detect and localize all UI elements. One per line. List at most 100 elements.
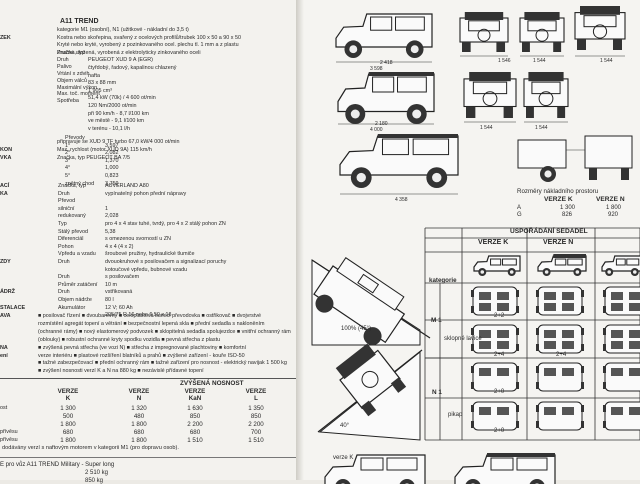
seat-icon: [544, 341, 556, 349]
load-table-title: ZVÝŠENÁ NOSNOST: [180, 380, 244, 387]
tyre-shape: [603, 290, 606, 297]
tyre-shape: [471, 344, 474, 351]
seat-icon: [497, 341, 509, 349]
cargo-value: 826: [562, 212, 573, 218]
tyre-shape: [503, 106, 513, 118]
window-shape: [502, 258, 517, 266]
seat-icon: [497, 330, 509, 338]
tyre-shape: [603, 306, 606, 313]
spec-value: 51,4 kW (70k) / 4 600 ot/min: [88, 95, 156, 102]
seat-icon: [479, 341, 491, 349]
tyre-shape: [471, 366, 474, 373]
tyre-shape: [471, 421, 474, 428]
tyre-shape: [603, 328, 606, 335]
spec-value: vstřikovaná: [105, 289, 133, 296]
spec-key: Vpředu a vzadu: [58, 251, 96, 258]
tyre-shape: [516, 290, 519, 297]
spec-value: Kryté nebo kryté, vyrobený z pozinkované…: [57, 42, 239, 49]
load-table-cell: 1 350: [248, 405, 264, 412]
spec-value: AUVERLAND A80: [105, 183, 149, 189]
gear-label: 3°: [65, 157, 71, 164]
equipment-line: ■ posilovač řízení ■ dvoubarevný ■ celop…: [38, 313, 262, 319]
seat-config-label: 2+0: [494, 428, 505, 434]
seating-m1: M 1: [431, 317, 442, 324]
version-k-label: verze K: [333, 455, 354, 461]
dim-label: 1 544: [535, 125, 548, 131]
wheel-hub-icon: [432, 172, 442, 183]
tyre-shape: [603, 344, 606, 351]
load-row-label: ost: [0, 405, 8, 411]
seating-title: USPOŘÁDÁNÍ SEDADEL: [510, 228, 588, 235]
tyre-shape: [536, 290, 539, 297]
spec-value: 4 x 4 (4 x 2): [105, 243, 134, 250]
spec-value: připravuje se XUD 9 TF turbo 67,0 kW/4 0…: [57, 139, 180, 146]
tyre-shape: [581, 421, 584, 428]
seat-icon: [562, 303, 574, 311]
seat-icon: [611, 341, 623, 349]
seat-icon: [562, 368, 574, 376]
wheel-hub-icon: [509, 270, 514, 274]
window-shape: [372, 76, 395, 93]
spec-value: 1: [105, 205, 108, 212]
section-label: ení: [0, 352, 8, 359]
seat-icon: [611, 330, 623, 338]
gear-label: 5°: [65, 173, 71, 179]
seat-icon: [479, 292, 491, 300]
tyre-shape: [589, 168, 597, 180]
load-table-cell: 850: [189, 413, 201, 420]
seat-icon: [497, 368, 509, 376]
tyre-shape: [471, 306, 474, 313]
spec-key: Značka, typ: [58, 183, 86, 189]
seating-category-label: kategorie: [429, 277, 457, 284]
spec-side-label: ZEK: [0, 34, 11, 41]
tyre-shape: [516, 366, 519, 373]
seat-icon: [544, 368, 556, 376]
seat-plan: [472, 401, 518, 431]
dim-total: 3 598: [370, 66, 383, 72]
seat-icon: [544, 303, 556, 311]
window-shape: [360, 457, 384, 471]
section-label: ACÍ: [0, 183, 10, 189]
tyre-shape: [536, 328, 539, 335]
wheel-hub-icon: [544, 170, 552, 178]
load-table-cell: 1 300: [60, 405, 76, 412]
vehicle-body-shape: [361, 370, 379, 388]
spec-value: kotoučové vpředu, bubnové vzadu: [105, 266, 188, 273]
tyre-shape: [536, 344, 539, 351]
spec-value: v terénu - 10,1 l/h: [88, 125, 130, 132]
roof-shape: [528, 72, 564, 82]
window-shape: [554, 258, 567, 266]
seat-icon: [479, 303, 491, 311]
seat-icon: [562, 292, 574, 300]
section-label: AVA: [0, 313, 11, 319]
rear-view: [519, 17, 565, 43]
spec-value: Kostra nebo skořepina, svařený z ocelový…: [57, 34, 241, 41]
spec-value: čtyřdobý, řadový, kapalinou chlazený: [88, 65, 177, 71]
spec-value: 12 V; 60 Ah: [105, 304, 133, 311]
section-label: ÁDRŽ: [0, 289, 15, 296]
tyre-shape: [581, 328, 584, 335]
tyre-shape: [581, 366, 584, 373]
seat-config-label: 2+4: [556, 352, 567, 358]
tyre-shape: [466, 106, 476, 118]
roof-shape: [524, 12, 560, 20]
seat-icon: [629, 368, 640, 376]
spec-value: s omezenou svorností u ZN: [105, 236, 171, 243]
tyre-shape: [471, 405, 474, 412]
spec-value: při 90 km/h - 8,7 l/100 km: [88, 110, 149, 117]
window-shape: [386, 457, 418, 471]
window-shape: [516, 457, 548, 471]
spec-key: Druh: [58, 289, 70, 296]
spec-key: Maximální výkon: [57, 84, 98, 91]
seat-plan: [472, 362, 518, 392]
seat-icon: [497, 292, 509, 300]
spec-value: 80 l: [105, 297, 114, 303]
seat-config-label: 2+0: [494, 389, 505, 395]
load-table-cell: 500: [62, 413, 74, 420]
tyre-shape: [603, 405, 606, 412]
cargo-row-label: G: [517, 212, 522, 218]
gear-label: 2°: [65, 150, 71, 157]
wheel-hub-icon: [544, 270, 549, 274]
gear-value: 3,759: [105, 180, 119, 187]
spec-key: Max. toč. moment: [57, 91, 100, 98]
